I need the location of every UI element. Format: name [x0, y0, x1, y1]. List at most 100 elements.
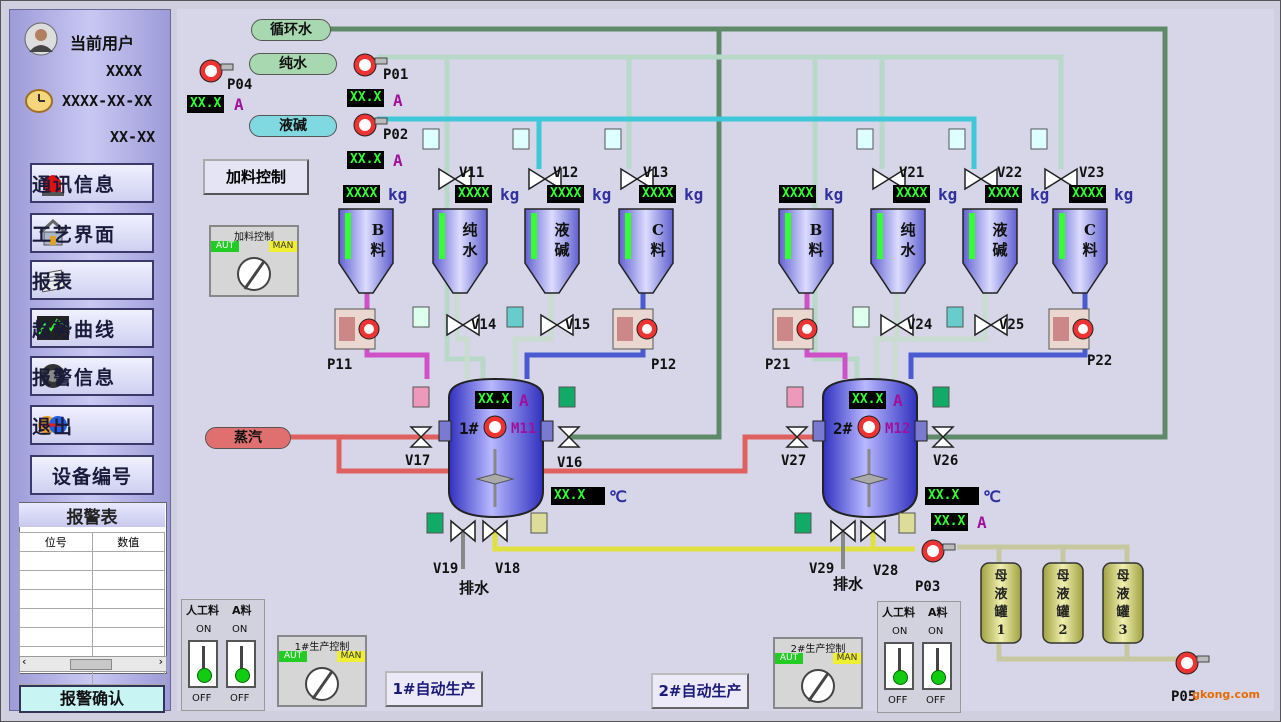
- status-indicator: [852, 306, 870, 328]
- pump-p12-label: P12: [651, 357, 677, 373]
- valve-v12[interactable]: [528, 167, 562, 191]
- p03-current-unit: A: [977, 513, 987, 532]
- p02-current-unit: A: [393, 151, 403, 170]
- switch-on-label: ON: [892, 626, 908, 637]
- prod2-control-panel[interactable]: 2#生产控制 AUT MAN: [773, 637, 863, 709]
- valve-v29[interactable]: [830, 519, 856, 543]
- scroll-left-icon[interactable]: ‹: [22, 655, 27, 668]
- valve-v27[interactable]: [785, 426, 809, 448]
- nav-comm-info-button[interactable]: 通讯信息: [30, 163, 154, 203]
- status-indicator: [604, 128, 622, 150]
- current-user-label: 当前用户: [70, 34, 135, 53]
- nav-alarm-info-button[interactable]: 报警信息: [30, 356, 154, 396]
- mother-tank-2-text-a: 母: [1056, 569, 1070, 584]
- feed-man-indicator: MAN: [269, 241, 297, 252]
- valve-v24[interactable]: [880, 313, 914, 337]
- manual-material-switch-2[interactable]: [884, 642, 914, 690]
- weight-unit: kg: [592, 185, 612, 204]
- valve-v15[interactable]: [540, 313, 574, 337]
- prod1-panel-title: 1#生产控制: [294, 642, 350, 653]
- feed-control-panel[interactable]: 加料控制 AUT MAN: [209, 225, 299, 297]
- scroll-right-icon[interactable]: ›: [158, 655, 163, 668]
- prod2-man-indicator: MAN: [833, 653, 861, 664]
- auto-production-2-button[interactable]: 2#自动生产: [651, 673, 749, 709]
- valve-v21[interactable]: [872, 167, 906, 191]
- valve-v28[interactable]: [860, 519, 886, 543]
- feed-control-button[interactable]: 加料控制: [203, 159, 309, 195]
- pump-p05[interactable]: [1175, 651, 1210, 675]
- manual-material-switch-1[interactable]: [188, 640, 218, 688]
- scroll-thumb[interactable]: [70, 659, 112, 670]
- hopper-b1-text-1: B: [371, 221, 385, 239]
- status-indicator: [512, 128, 530, 150]
- switch-off-label: OFF: [230, 693, 250, 704]
- switch-on-label: ON: [196, 624, 212, 635]
- pump-p03[interactable]: [921, 539, 956, 563]
- valve-v16[interactable]: [557, 426, 581, 448]
- prod2-panel-title: 2#生产控制: [790, 644, 846, 655]
- table-row: [19, 570, 165, 590]
- pump-p02[interactable]: [353, 113, 388, 137]
- valve-v11[interactable]: [438, 167, 472, 191]
- mother-tank-1-text-c: 罐: [994, 605, 1008, 620]
- hopper-l2-weight: XXXX: [985, 185, 1023, 203]
- hopper-c-2: [1052, 208, 1108, 294]
- reactor2-temp-unit: ℃: [983, 487, 1001, 506]
- metering-pump-p22[interactable]: [1048, 308, 1094, 350]
- valve-v29-label: V29: [809, 561, 835, 577]
- pump-p03-label: P03: [915, 579, 941, 595]
- nav-exit-button[interactable]: 退出: [30, 405, 154, 445]
- prod2-mode-knob[interactable]: [801, 669, 835, 703]
- nav-report-button[interactable]: 报表: [30, 260, 154, 300]
- nav-process-screen-button[interactable]: 工艺界面: [30, 213, 154, 253]
- valve-v13[interactable]: [620, 167, 654, 191]
- valve-v25[interactable]: [974, 313, 1008, 337]
- valve-v14-label: V14: [471, 317, 497, 333]
- table-row: [19, 589, 165, 609]
- valve-v19[interactable]: [450, 519, 476, 543]
- metering-pump-p12[interactable]: [612, 308, 658, 350]
- weight-unit: kg: [388, 185, 408, 204]
- nav-label: 报表: [32, 270, 75, 293]
- nav-label: 工艺界面: [32, 223, 117, 246]
- hopper-c1-weight: XXXX: [639, 185, 677, 203]
- pump-p04-label: P04: [227, 77, 253, 93]
- status-indicator: [856, 128, 874, 150]
- hopper-w2-text-1: 纯: [900, 221, 916, 239]
- nav-label: 报警信息: [32, 366, 117, 389]
- motor-m11[interactable]: [483, 415, 507, 439]
- lye-pipe: [377, 116, 977, 169]
- pump-p01[interactable]: [353, 53, 388, 77]
- switch-group-1: 人工料 A料 ON ON OFF OFF: [181, 599, 265, 711]
- prod1-control-panel[interactable]: 1#生产控制 AUT MAN: [277, 635, 367, 707]
- a-material-label: A料: [928, 606, 948, 619]
- pump-p04[interactable]: [199, 59, 234, 83]
- device-number-button[interactable]: 设备编号: [30, 455, 154, 495]
- hopper-l1-text-2: 碱: [554, 241, 570, 259]
- prod1-mode-knob[interactable]: [305, 667, 339, 701]
- valve-v17[interactable]: [409, 426, 433, 448]
- valve-v22[interactable]: [964, 167, 998, 191]
- a-material-switch-2[interactable]: [922, 642, 952, 690]
- auto-production-1-button[interactable]: 1#自动生产: [385, 671, 483, 707]
- valve-v18[interactable]: [482, 519, 508, 543]
- alarm-table-scrollbar[interactable]: ‹ ›: [19, 655, 167, 672]
- alarm-column-tag: 位号: [19, 532, 93, 552]
- a-material-switch-1[interactable]: [226, 640, 256, 688]
- alarm-ack-button[interactable]: 报警确认: [19, 685, 165, 713]
- reactor-1: [438, 377, 554, 519]
- metering-pump-p21[interactable]: [772, 308, 818, 350]
- hopper-water-2: [870, 208, 926, 294]
- hopper-water-1: [432, 208, 488, 294]
- feed-mode-knob[interactable]: [237, 257, 271, 291]
- motor-m12[interactable]: [857, 415, 881, 439]
- pump-p05-label: P05: [1171, 689, 1197, 705]
- metering-pump-p11[interactable]: [334, 308, 380, 350]
- valve-v26[interactable]: [931, 426, 955, 448]
- status-indicator: [426, 512, 444, 534]
- valve-v14[interactable]: [446, 313, 480, 337]
- user-avatar-icon: [24, 22, 58, 56]
- nav-trend-button[interactable]: 趋势曲线: [30, 308, 154, 348]
- sidebar: 当前用户 XXXX XXXX-XX-XX XX-XX 通讯信息 工艺界面 报表 …: [9, 9, 171, 713]
- valve-v23[interactable]: [1044, 167, 1078, 191]
